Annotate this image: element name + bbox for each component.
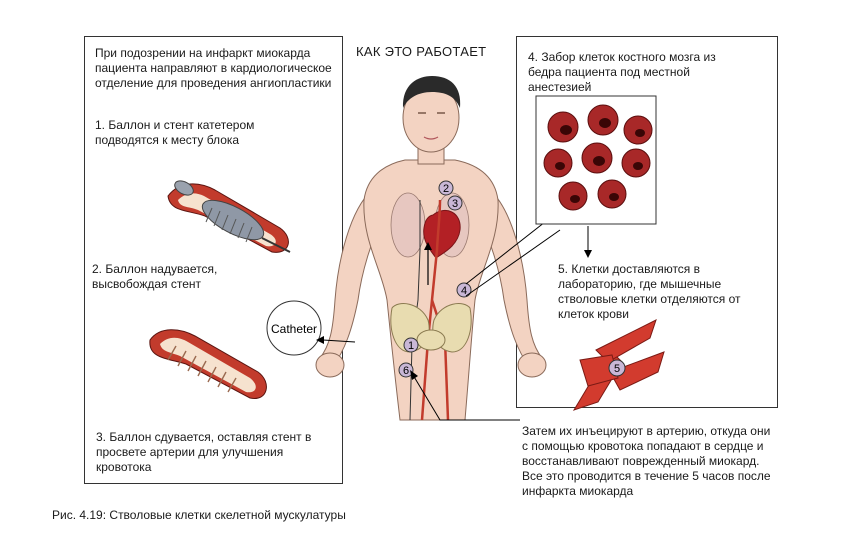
step-4-text: 4. Забор клеток костного мозга из бедра … [528, 50, 716, 94]
step-6-text: Затем их инъецируют в артерию, откуда он… [522, 424, 771, 498]
injection-connector [412, 374, 520, 421]
step-5-text: 5. Клетки доставляются в лабораторию, гд… [558, 262, 741, 321]
marker-4-label: 4 [461, 285, 467, 297]
marker-4: 4 [456, 282, 472, 298]
step-1-text: 1. Баллон и стент катетером подводятся к… [95, 118, 255, 147]
marker-6: 6 [398, 362, 414, 378]
step-3-text: 3. Баллон сдувается, оставляя стент в пр… [96, 430, 312, 474]
marker-3-label: 3 [452, 198, 458, 210]
stent-illustration-2 [149, 329, 267, 399]
cell-nuclei [555, 118, 645, 203]
marker-5-label: 5 [614, 363, 620, 375]
up-arrowhead [424, 242, 432, 250]
diagram-title: КАК ЭТО РАБОТАЕТ [356, 44, 487, 59]
catheter-callout [266, 300, 322, 356]
marker-6-label: 6 [403, 365, 409, 377]
intro-text: При подозрении на инфаркт миокарда пацие… [95, 46, 332, 90]
catheter-label: Catheter [271, 322, 317, 336]
marrow-connector [465, 221, 561, 297]
marker-2-label: 2 [443, 183, 449, 195]
marker-2: 2 [438, 180, 454, 196]
marker-3: 3 [447, 195, 463, 211]
left-panel [84, 36, 343, 484]
catheter-arrowhead [316, 336, 324, 344]
human-body [315, 83, 547, 421]
face [418, 112, 445, 140]
marker-1: 1 [403, 337, 419, 353]
step-2-text: 2. Баллон надувается, высвобождая стент [92, 262, 218, 291]
figure-caption: Рис. 4.19: Стволовые клетки скелетной му… [52, 508, 346, 522]
injection-arrowhead [410, 370, 418, 380]
box-down-arrowhead [584, 250, 592, 258]
marker-5: 5 [608, 359, 626, 377]
hair [402, 76, 461, 108]
pelvis [390, 303, 472, 353]
stent-illustration-1 [167, 180, 291, 253]
marker-1-label: 1 [408, 340, 414, 352]
catheter-arrow [322, 339, 356, 343]
